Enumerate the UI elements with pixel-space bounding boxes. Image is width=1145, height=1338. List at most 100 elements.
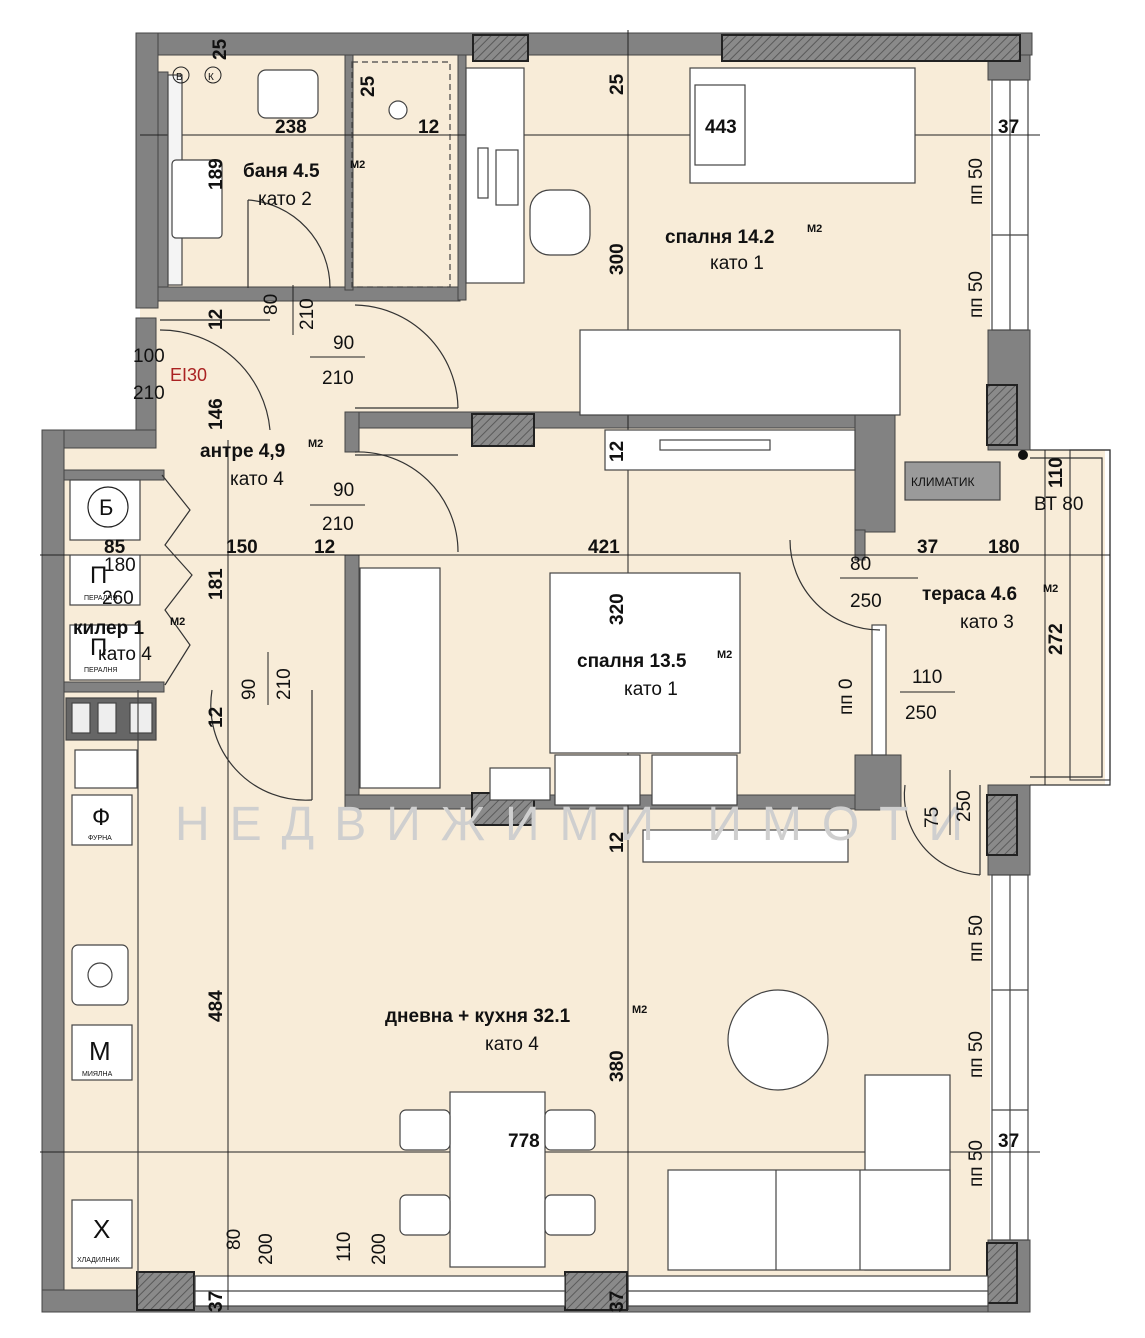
dim-37-e: 37 (607, 1291, 628, 1312)
washer-caption-2: ПЕРАЛНЯ (84, 667, 117, 674)
windows (194, 79, 1111, 1307)
win-bot2-width: 110 (334, 1232, 355, 1262)
dim-12-e: 12 (206, 707, 227, 728)
door-ter-height: 250 (850, 591, 882, 612)
dim-12-c: 12 (607, 441, 628, 462)
door-bath-width: 80 (261, 294, 282, 315)
opening-sizes: 80 210 90 210 100 210 90 210 260 90 210 … (102, 158, 987, 1265)
door-kit-width: 90 (239, 679, 260, 700)
dishwasher-caption: МИЯЛНА (82, 1071, 113, 1078)
bedroom2-name: спалня 13.5 (577, 651, 687, 672)
hall-finish: като 4 (230, 469, 284, 490)
dim-421: 421 (588, 537, 620, 558)
ac-label: КЛИМАТИК (911, 475, 975, 489)
furniture (65, 61, 1001, 1271)
pp-50-e: пп 50 (966, 1140, 987, 1187)
washer-label-2: П (90, 634, 107, 661)
win-bed2-height: 250 (905, 703, 937, 724)
dim-238: 238 (275, 117, 307, 138)
door-hall-height: 210 (322, 368, 354, 389)
dim-189: 189 (206, 158, 227, 190)
dim-85: 85 (104, 537, 126, 558)
terrace-railing (1030, 449, 1111, 786)
dim-180-a: 180 (104, 555, 136, 576)
dim-272: 272 (1046, 623, 1067, 655)
win-bot1-height: 200 (256, 1233, 277, 1265)
watermark-text: НЕДВИЖИМИ ИМОТИ (175, 798, 983, 851)
dim-150: 150 (226, 537, 258, 558)
hall-name: антре 4,9 (200, 441, 285, 462)
pp-50-a: пп 50 (966, 158, 987, 205)
dim-180-b: 180 (988, 537, 1020, 558)
oven-caption: ФУРНА (88, 835, 112, 842)
door-kit-height: 210 (274, 668, 295, 700)
door-bed2-width: 90 (333, 480, 354, 501)
door-bath-height: 210 (297, 298, 318, 330)
bedroom1-finish: като 1 (710, 253, 764, 274)
pp-50-c: пп 50 (966, 915, 987, 962)
storage-finish: като 4 (98, 644, 152, 665)
bedroom2-finish: като 1 (624, 679, 678, 700)
dim-181: 181 (206, 568, 227, 600)
win-bot2-height: 200 (369, 1233, 390, 1265)
fridge-label: Х (93, 1214, 110, 1244)
fire-rating-label: EI30 (170, 365, 207, 385)
dim-37-d: 37 (998, 1131, 1019, 1152)
dim-12-a: 12 (418, 117, 439, 138)
door-hall-width: 90 (333, 333, 354, 354)
door-store-height: 260 (102, 588, 134, 609)
door-entry-height: 210 (133, 383, 165, 404)
hall-sup: М2 (308, 438, 323, 450)
vent-b-icon (172, 66, 190, 84)
dim-37-b: 37 (917, 537, 938, 558)
terrace-finish: като 3 (960, 612, 1014, 633)
living-finish: като 4 (485, 1034, 539, 1055)
bedroom1-sup: М2 (807, 223, 822, 235)
dim-146: 146 (206, 398, 227, 430)
dim-320: 320 (607, 593, 628, 625)
vent-k-icon (204, 66, 222, 84)
storage-name: килер 1 (73, 618, 144, 639)
bedroom2-sup: М2 (717, 649, 732, 661)
dim-12-f: 12 (607, 832, 628, 853)
door-entry-width: 100 (133, 346, 165, 367)
living-sup: М2 (632, 1004, 647, 1016)
room-labels: баня 4.5 М2 като 2 спалня 14.2 М2 като 1… (73, 159, 1058, 1055)
door-liv-width: 75 (922, 807, 943, 828)
bathroom-finish: като 2 (258, 189, 312, 210)
bathroom-name: баня 4.5 (243, 161, 320, 182)
dim-12-d: 12 (314, 537, 335, 558)
terrace-name: тераса 4.6 (922, 584, 1017, 605)
bedroom1-name: спалня 14.2 (665, 227, 775, 248)
dim-37-c: 37 (206, 1291, 227, 1312)
dim-110: 110 (1046, 457, 1067, 488)
vent-k-label: К (208, 72, 214, 83)
fridge-caption: ХЛАДИЛНИК (77, 1257, 121, 1264)
dim-484: 484 (206, 990, 227, 1022)
dim-300: 300 (607, 243, 628, 275)
vent-b-label: В (176, 72, 183, 83)
dim-12-b: 12 (206, 309, 227, 330)
win-bed2-width: 110 (912, 667, 942, 688)
structural-columns (136, 34, 1021, 1311)
storage-sup: М2 (170, 616, 185, 628)
door-ter-width: 80 (850, 554, 871, 575)
door-liv-height: 250 (954, 790, 975, 822)
dim-443: 443 (705, 117, 737, 138)
boiler-label: Б (99, 495, 113, 520)
pp-50-b: пп 50 (966, 271, 987, 318)
pp-50-d: пп 50 (966, 1031, 987, 1078)
dim-778: 778 (508, 1131, 540, 1152)
appliances (69, 479, 141, 1269)
vt-marker-icon (1018, 450, 1028, 460)
fixture-labels: Б П ПЕРАЛНЯ П ПЕРАЛНЯ Ф ФУРНА М МИЯЛНА Х… (77, 66, 1083, 1264)
oven-label: Ф (92, 804, 110, 831)
living-name: дневна + кухня 32.1 (385, 1006, 571, 1027)
dim-25-c: 25 (607, 73, 628, 95)
doors (159, 199, 981, 876)
dim-380: 380 (607, 1050, 628, 1082)
washer-label-1: П (90, 562, 107, 589)
dim-25-a: 25 (210, 38, 231, 60)
dim-25-b: 25 (358, 75, 379, 97)
dishwasher-label: М (89, 1036, 111, 1066)
